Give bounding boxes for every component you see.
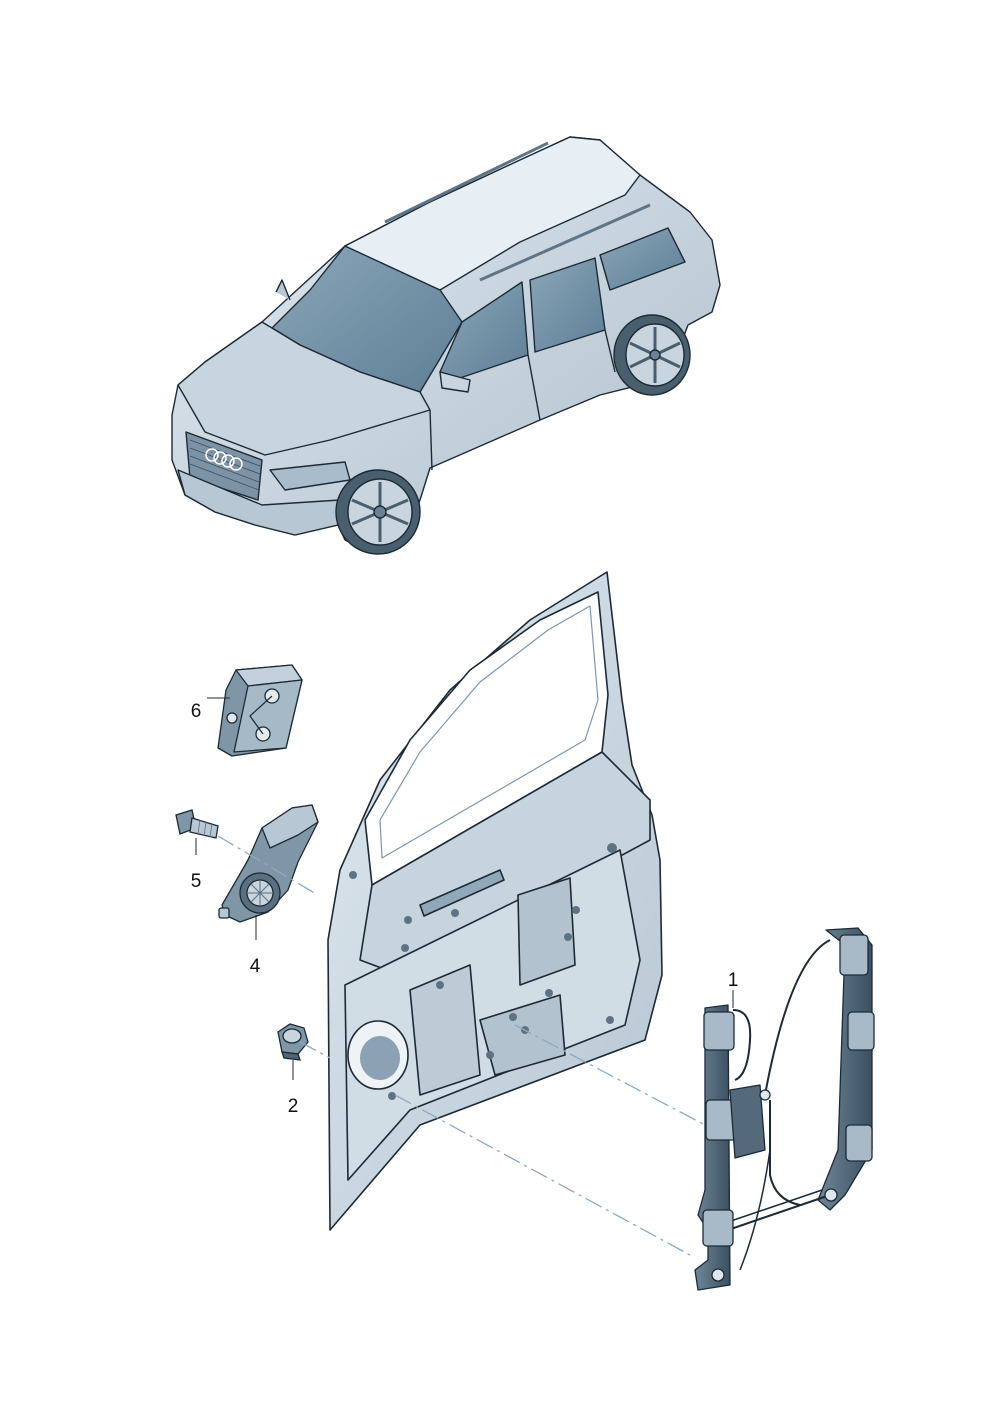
assembly-lines	[217, 835, 706, 1256]
vehicle-illustration	[171, 136, 721, 555]
callout-4: 4	[249, 956, 261, 977]
nut	[277, 1023, 309, 1061]
callout-1: 1	[727, 970, 739, 991]
leader-lines	[195, 697, 734, 1080]
window-motor	[218, 804, 319, 923]
bracket	[217, 664, 303, 757]
bolt	[175, 809, 219, 839]
callout-6: 6	[190, 701, 202, 722]
callout-5: 5	[190, 871, 202, 892]
door-shell	[327, 571, 663, 1231]
window-regulator	[694, 927, 875, 1291]
callout-2: 2	[287, 1096, 299, 1117]
